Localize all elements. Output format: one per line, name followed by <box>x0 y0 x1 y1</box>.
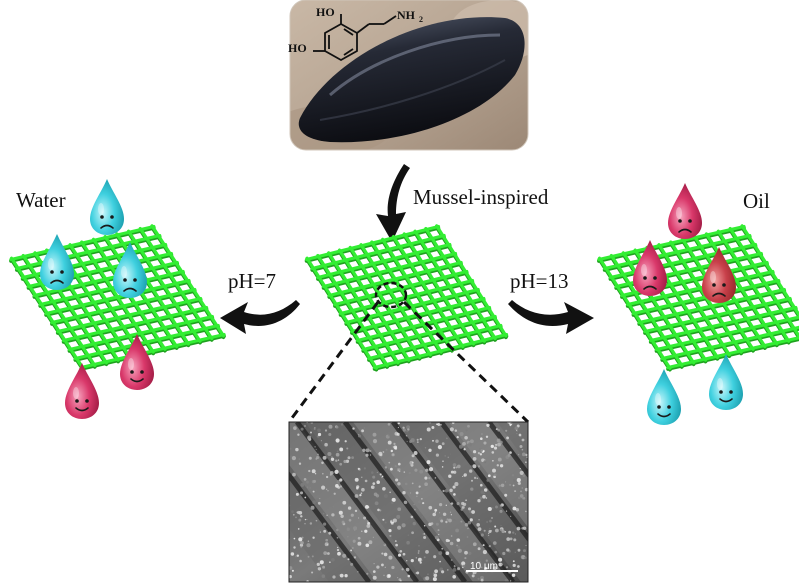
mesh-right <box>597 224 799 372</box>
mussel-shell <box>298 17 525 143</box>
water-droplet <box>113 242 147 298</box>
arrow-down <box>376 164 410 242</box>
droplet-eye <box>110 215 114 219</box>
mesh-strand <box>361 314 497 352</box>
mussel-inspired-label: Mussel-inspired <box>413 185 549 209</box>
droplet-eye <box>130 370 134 374</box>
droplet-body <box>709 354 743 410</box>
oil-droplet <box>120 334 154 390</box>
amine-label: NH <box>397 8 416 22</box>
mesh-strand <box>367 323 503 361</box>
smile-mouth <box>657 413 671 418</box>
droplet-eye <box>85 399 89 403</box>
droplet-body <box>90 179 124 235</box>
frown-mouth <box>678 228 692 233</box>
smile-mouth <box>130 378 144 383</box>
mesh-strand <box>660 325 799 361</box>
droplet-body <box>65 363 99 419</box>
dopamine-molecule <box>313 14 397 62</box>
arrow-left <box>220 300 300 334</box>
oil-label: Oil <box>743 189 770 213</box>
mesh-center <box>304 224 509 372</box>
droplet-body <box>647 369 681 425</box>
mesh-strand <box>73 323 220 361</box>
mesh-strand <box>728 226 799 339</box>
oil-droplet <box>702 247 736 303</box>
mesh-strand <box>654 315 799 352</box>
frown-mouth <box>50 279 64 284</box>
droplet-eye <box>667 405 671 409</box>
hydroxyl-top-label: HO <box>316 5 335 19</box>
photo-frame <box>289 0 529 151</box>
zoom-indicator <box>287 281 530 424</box>
droplet-eye <box>60 270 64 274</box>
mesh-strand <box>372 332 509 370</box>
frown-mouth <box>123 287 137 292</box>
droplet-body <box>702 247 736 303</box>
water-droplet <box>90 179 124 235</box>
mesh-strand <box>666 336 799 370</box>
droplet-eye <box>643 276 647 280</box>
mesh-strand <box>424 226 497 341</box>
mesh-strand <box>79 332 226 370</box>
sem-frame <box>288 421 529 583</box>
droplet-eye <box>75 399 79 403</box>
oil-droplet <box>668 183 702 239</box>
mesh-strand <box>740 224 799 318</box>
arrow-right <box>508 300 594 334</box>
water-droplet <box>709 354 743 410</box>
ph-basic-label: pH=13 <box>510 269 569 293</box>
water-droplet <box>40 234 74 290</box>
sem-image <box>289 422 528 582</box>
droplet-eye <box>688 219 692 223</box>
amine-subscript: 2 <box>419 15 423 24</box>
mesh-strand <box>138 226 214 341</box>
ph-neutral-label: pH=7 <box>228 269 276 293</box>
droplet-eye <box>678 219 682 223</box>
droplet-eye <box>657 405 661 409</box>
oil-droplet <box>65 363 99 419</box>
droplet-eye <box>722 283 726 287</box>
mesh-strand <box>150 224 226 338</box>
frown-mouth <box>643 285 657 290</box>
droplet-eye <box>123 278 127 282</box>
sem-scale-bar: 10 μm <box>466 561 518 572</box>
hydroxyl-bottom-label: HO <box>288 41 307 55</box>
smile-mouth <box>719 398 733 403</box>
mesh-strand <box>67 314 214 352</box>
droplet-eye <box>653 276 657 280</box>
droplet-body <box>120 334 154 390</box>
smile-mouth <box>75 407 89 412</box>
droplet-eye <box>712 283 716 287</box>
droplet-body <box>633 240 667 296</box>
oil-droplet <box>633 240 667 296</box>
water-label: Water <box>16 188 66 212</box>
droplet-eye <box>50 270 54 274</box>
droplet-eye <box>140 370 144 374</box>
droplet-body <box>668 183 702 239</box>
droplet-eye <box>729 390 733 394</box>
mussel-photo <box>290 0 528 150</box>
droplet-eye <box>100 215 104 219</box>
droplet-body <box>40 234 74 290</box>
scale-bar-label: 10 μm <box>470 561 498 572</box>
droplet-eye <box>133 278 137 282</box>
water-droplet <box>647 369 681 425</box>
frown-mouth <box>100 224 114 229</box>
droplets <box>40 179 743 425</box>
mesh-strand <box>435 224 508 338</box>
droplet-body <box>113 242 147 298</box>
frown-mouth <box>712 292 726 297</box>
droplet-eye <box>719 390 723 394</box>
mesh-left <box>9 224 226 372</box>
